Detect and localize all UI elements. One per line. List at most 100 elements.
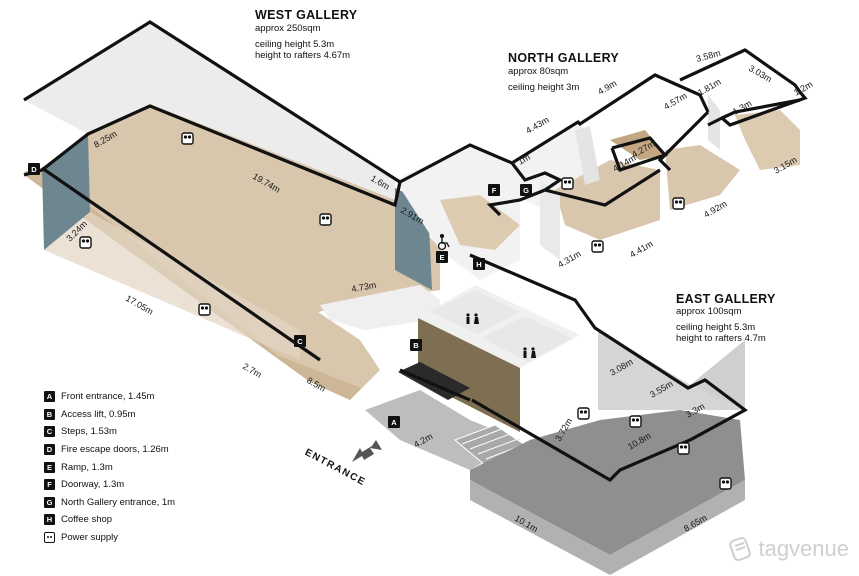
brand-logo-icon <box>729 536 752 562</box>
power-supply-icon <box>79 236 92 249</box>
svg-text:F: F <box>492 186 497 195</box>
marker-b: B <box>410 339 422 351</box>
west-gallery-area: approx 250sqm <box>255 23 321 34</box>
legend-key: E <box>44 461 55 473</box>
east-gallery-area: approx 100sqm <box>676 306 742 317</box>
dim-label: 4.43m <box>524 115 551 136</box>
dim-label: 4.57m <box>662 91 689 112</box>
legend-key: H <box>44 514 55 526</box>
legend-label: Access lift, 0.95m <box>61 408 136 420</box>
power-supply-icon <box>672 197 685 210</box>
legend-item: C Steps, 1.53m <box>44 423 175 441</box>
legend-key: B <box>44 408 55 420</box>
north-gallery-wall-a <box>540 180 560 260</box>
svg-text:G: G <box>523 186 529 195</box>
legend-item: A Front entrance, 1.45m <box>44 388 175 406</box>
svg-text:D: D <box>31 165 37 174</box>
svg-text:H: H <box>476 260 481 269</box>
north-gallery-room-2 <box>555 160 660 240</box>
svg-text:A: A <box>391 418 397 427</box>
north-gallery-room-5 <box>735 110 800 170</box>
marker-f: F <box>488 184 500 196</box>
east-gallery-side-wall <box>598 330 745 410</box>
legend-item: G North Gallery entrance, 1m <box>44 494 175 512</box>
svg-text:C: C <box>297 337 303 346</box>
dim-label: 2.7m <box>241 361 263 380</box>
power-supply-icon <box>591 240 604 253</box>
legend-key: G <box>44 496 55 508</box>
legend-label: Front entrance, 1.45m <box>61 391 155 403</box>
outline-walls <box>23 20 808 483</box>
entrance-arrow-icon <box>352 440 382 462</box>
marker-g: G <box>520 184 532 196</box>
dim-label: 4.41m <box>628 239 655 260</box>
legend-label: Fire escape doors, 1.26m <box>61 444 169 456</box>
ramp-floor <box>440 195 520 250</box>
lift-block-side <box>418 318 520 432</box>
svg-text:E: E <box>439 253 444 262</box>
west-gallery-back-wall <box>24 22 395 200</box>
marker-c: C <box>294 335 306 347</box>
north-gallery-room-4 <box>665 145 740 210</box>
marker-a: A <box>388 416 400 428</box>
legend-label: Power supply <box>61 532 119 544</box>
marker-e: E <box>436 251 448 263</box>
legend-key: A <box>44 391 55 403</box>
power-supply-icon <box>319 213 332 226</box>
west-gallery-floor <box>42 104 440 388</box>
legend-item: D Fire escape doors, 1.26m <box>44 441 175 459</box>
legend-item: E Ramp, 1.3m <box>44 458 175 476</box>
legend-key: F <box>44 479 55 491</box>
east-gallery-ceiling: ceiling height 5.3m <box>676 322 756 333</box>
legend-label: Steps, 1.53m <box>61 426 117 438</box>
dim-label: 4.73m <box>351 280 377 294</box>
power-supply-icon <box>677 442 690 455</box>
legend-key: D <box>44 444 55 456</box>
north-gallery-ceiling: ceiling height 3m <box>508 82 580 93</box>
power-supply-icon <box>561 177 574 190</box>
west-gallery-left-wall <box>44 212 300 360</box>
corridor-floor <box>320 285 440 330</box>
dim-label: 17.05m <box>124 293 155 317</box>
west-gallery-rafters: height to rafters 4.67m <box>255 50 351 61</box>
power-supply-icon <box>577 407 590 420</box>
legend-key: C <box>44 426 55 438</box>
power-supply-icons <box>79 132 732 490</box>
legend-label: Doorway, 1.3m <box>61 479 125 491</box>
north-gallery-area: approx 80sqm <box>508 66 569 77</box>
legend-item: Power supply <box>44 529 175 547</box>
west-gallery-ceiling: ceiling height 5.3m <box>255 39 335 50</box>
east-gallery-rafters: height to rafters 4.7m <box>676 333 766 344</box>
legend-label: Ramp, 1.3m <box>61 461 113 473</box>
toilet-icon <box>466 313 479 324</box>
toilet-icon <box>523 347 536 358</box>
brand-logo: tagvenue <box>727 536 849 562</box>
svg-text:B: B <box>413 341 419 350</box>
toilet-room-1 <box>430 290 520 334</box>
legend-item: F Doorway, 1.3m <box>44 476 175 494</box>
legend-item: H Coffee shop <box>44 511 175 529</box>
east-gallery-title: EAST GALLERY <box>676 292 776 306</box>
toilet-room-2 <box>482 316 572 362</box>
power-supply-icon <box>181 132 194 145</box>
north-gallery-title: NORTH GALLERY <box>508 51 620 65</box>
legend-label: North Gallery entrance, 1m <box>61 496 176 508</box>
lift-shaft <box>398 362 470 400</box>
power-supply-icon <box>629 415 642 428</box>
brand-name: tagvenue <box>758 536 849 561</box>
east-gallery-front-floor <box>470 480 745 575</box>
north-gallery-room-3 <box>610 130 665 160</box>
legend-label: Coffee shop <box>61 514 113 526</box>
dim-label: 1.81m <box>696 77 723 98</box>
marker-h: H <box>473 258 485 270</box>
power-supply-icon <box>719 477 732 490</box>
power-supply-icon <box>44 532 55 544</box>
power-supply-icon <box>198 303 211 316</box>
dim-label: 4.9m <box>596 78 618 97</box>
north-gallery-wall-b <box>575 126 600 185</box>
legend-item: B Access lift, 0.95m <box>44 406 175 424</box>
wheelchair-icon <box>437 233 450 251</box>
west-gallery-teal-wall <box>42 134 90 250</box>
